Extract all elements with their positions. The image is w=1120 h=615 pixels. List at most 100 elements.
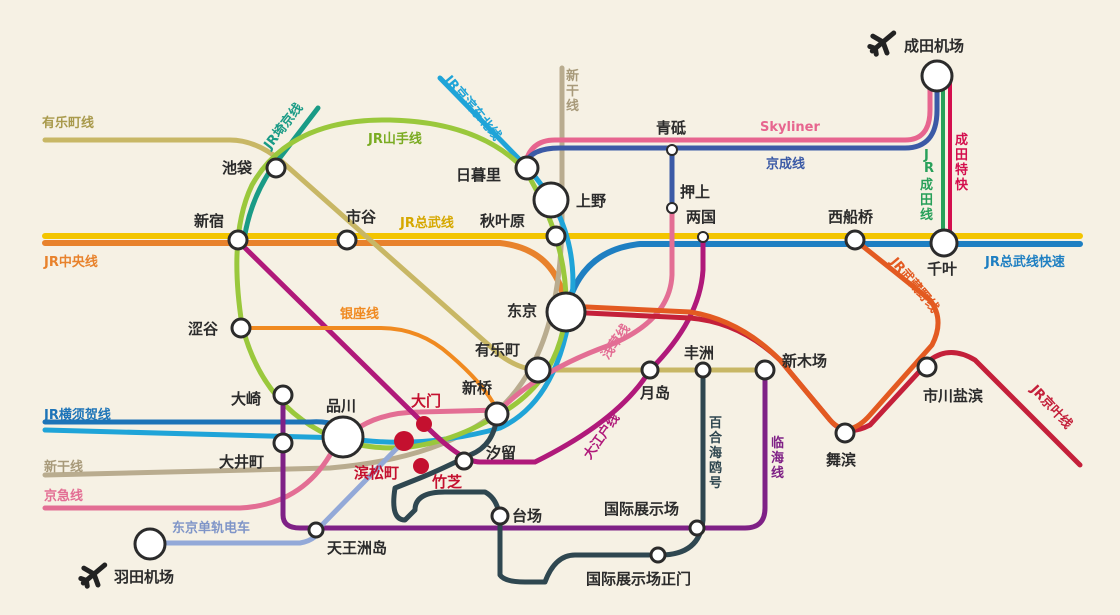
- station-node-shiodome[interactable]: [454, 451, 474, 471]
- station-node-oshiage[interactable]: [666, 202, 678, 214]
- station-node-ichikawa-shiohama[interactable]: [916, 356, 938, 378]
- station-label-haneda-airport[interactable]: 羽田机场: [114, 568, 174, 586]
- station-node-tokyo[interactable]: [545, 291, 587, 333]
- station-label-shinagawa[interactable]: 品川: [326, 397, 356, 415]
- yurakucho-line-path: [42, 137, 768, 373]
- asakusa-line-path: [497, 147, 675, 413]
- station-node-akihabara[interactable]: [545, 225, 567, 247]
- station-node-tsukishima[interactable]: [640, 360, 660, 380]
- station-label-maihama[interactable]: 舞滨: [826, 451, 856, 469]
- station-node-maihama[interactable]: [834, 422, 856, 444]
- station-label-shinjuku[interactable]: 新宿: [194, 212, 224, 230]
- station-label-chiba[interactable]: 千叶: [927, 260, 957, 278]
- station-label-tsukishima[interactable]: 月岛: [639, 384, 670, 402]
- station-label-ikebukuro[interactable]: 池袋: [222, 159, 253, 177]
- station-node-tennozu-isle[interactable]: [307, 521, 325, 539]
- station-node-ryogoku[interactable]: [697, 231, 709, 243]
- station-label-nippori[interactable]: 日暮里: [456, 166, 501, 184]
- station-label-shinbashi[interactable]: 新桥: [462, 379, 493, 397]
- station-label-oimachi[interactable]: 大井町: [219, 453, 264, 471]
- svg-text:海: 海: [771, 450, 784, 466]
- station-label-hamamatsucho[interactable]: 滨松町: [354, 464, 399, 482]
- station-node-takeshiba[interactable]: [413, 458, 429, 474]
- svg-text:线: 线: [920, 207, 933, 223]
- svg-text:J: J: [923, 148, 929, 163]
- svg-text:特: 特: [955, 162, 968, 178]
- station-node-yurakucho[interactable]: [524, 356, 552, 384]
- line-label-asakusa: 浅草线: [598, 321, 633, 362]
- svg-text:田: 田: [955, 148, 968, 163]
- station-label-daimon[interactable]: 大门: [411, 392, 441, 410]
- svg-text:田: 田: [920, 193, 933, 208]
- station-node-narita-airport[interactable]: [920, 59, 954, 93]
- station-label-kokusai-tenjijo[interactable]: 国际展示场: [604, 500, 679, 518]
- svg-text:线: 线: [566, 98, 579, 114]
- station-node-oimachi[interactable]: [272, 432, 294, 454]
- line-label-keiyo: JR京叶线: [1026, 381, 1075, 432]
- line-label-keisei: 京成线: [766, 156, 805, 172]
- line-label-narita-express: 成 田 特 快: [955, 132, 969, 193]
- station-node-daiba[interactable]: [490, 506, 510, 526]
- station-node-ueno[interactable]: [532, 181, 570, 219]
- station-node-hamamatsucho[interactable]: [394, 431, 414, 451]
- svg-text:鸥: 鸥: [709, 460, 722, 476]
- station-node-shinbashi[interactable]: [484, 401, 510, 427]
- station-node-osaki[interactable]: [272, 384, 294, 406]
- station-label-kokusai-tenjijo-seimon[interactable]: 国际展示场正门: [586, 570, 691, 588]
- station-label-ueno[interactable]: 上野: [576, 192, 606, 210]
- station-node-nishifunabashi[interactable]: [844, 229, 866, 251]
- svg-text:合: 合: [709, 430, 723, 446]
- station-node-daimon[interactable]: [416, 416, 432, 432]
- station-label-ichikawa-shiohama[interactable]: 市川盐滨: [923, 387, 983, 405]
- keikyu-line-path: [42, 407, 503, 511]
- svg-text:百: 百: [709, 416, 722, 431]
- airplane-icon: [78, 562, 108, 589]
- station-label-osaki[interactable]: 大崎: [231, 390, 261, 408]
- station-label-nishifunabashi[interactable]: 西船桥: [828, 208, 874, 226]
- ginza-line-path: [238, 326, 499, 412]
- station-label-daiba[interactable]: 台场: [512, 507, 542, 525]
- airplane-icon: [867, 30, 897, 57]
- station-node-shinjuku[interactable]: [227, 229, 249, 251]
- station-node-yoyogi[interactable]: [230, 317, 252, 339]
- station-node-nippori[interactable]: [514, 155, 540, 181]
- station-node-ichigaya[interactable]: [336, 229, 358, 251]
- station-node-chiba[interactable]: [929, 228, 959, 258]
- station-nodes: [133, 59, 959, 564]
- line-label-yamanote: JR山手线: [367, 131, 422, 147]
- station-label-takeshiba[interactable]: 竹芝: [431, 473, 462, 491]
- station-node-ikebukuro[interactable]: [265, 157, 287, 179]
- line-label-yokosuka: JR横须贺线: [43, 407, 111, 423]
- line-label-keikyu: 京急线: [44, 488, 83, 504]
- station-node-shinkiba[interactable]: [754, 359, 776, 381]
- line-label-yurikamome: 百 合 海 鸥 号: [709, 416, 723, 491]
- station-node-kokusai-tenjijo-seimon[interactable]: [649, 546, 667, 564]
- svg-text:快: 快: [955, 177, 969, 193]
- station-node-toyosu[interactable]: [694, 361, 712, 379]
- station-node-kokusai-tenjijo[interactable]: [688, 519, 706, 537]
- station-label-tennozu-isle[interactable]: 天王洲岛: [327, 539, 387, 557]
- station-label-aoto[interactable]: 青砥: [656, 119, 686, 137]
- station-label-ryogoku[interactable]: 两国: [686, 208, 716, 226]
- station-label-narita-airport[interactable]: 成田机场: [904, 37, 964, 55]
- station-label-ichigaya[interactable]: 市谷: [346, 208, 377, 226]
- station-label-shiodome[interactable]: 汐留: [486, 444, 516, 462]
- station-label-akihabara[interactable]: 秋叶原: [480, 212, 525, 230]
- keisei-line-path: [522, 75, 940, 168]
- line-label-chuo: JR中央线: [43, 254, 98, 270]
- station-label-shinkiba[interactable]: 新木场: [782, 352, 827, 370]
- line-label-sobu-rapid: JR总武线快速: [984, 254, 1065, 270]
- station-label-yoyogi[interactable]: 涩谷: [188, 320, 219, 338]
- station-label-oshiage[interactable]: 押上: [680, 183, 710, 201]
- station-node-haneda-airport[interactable]: [133, 527, 167, 561]
- station-label-tokyo[interactable]: 东京: [507, 302, 537, 320]
- station-label-toyosu[interactable]: 丰洲: [684, 344, 714, 362]
- station-node-aoto[interactable]: [666, 144, 678, 156]
- line-label-oedo: 大江户线: [580, 411, 623, 463]
- yurikamome-line-path: [391, 367, 706, 585]
- line-label-saikyo: JR埼京线: [260, 100, 306, 153]
- svg-text:号: 号: [709, 476, 722, 491]
- station-label-yurakucho[interactable]: 有乐町: [475, 341, 520, 359]
- station-node-shinagawa[interactable]: [321, 415, 365, 459]
